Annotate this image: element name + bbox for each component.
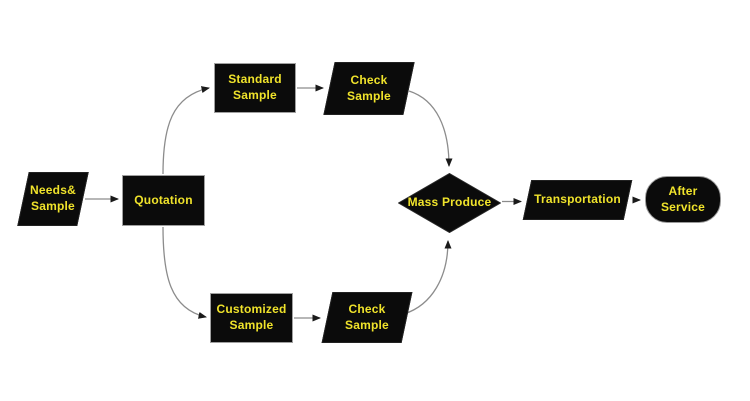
node-after-service: After Service [645,176,721,223]
node-label: After Service [660,183,706,214]
node-label: Standard Sample [228,72,282,102]
node-label: Mass Produce [407,195,492,210]
node-quotation: Quotation [122,175,205,226]
diamond-shape [398,173,501,233]
rectangle-shape [122,175,205,226]
node-label: Needs& Sample [30,183,76,213]
node-check-sample-bottom: Check Sample [321,292,413,343]
node-label: Transportation [534,192,621,207]
node-transportation: Transportation [522,180,633,220]
stadium-shape [645,176,721,223]
node-label: Customized Sample [216,302,287,332]
edge-checkbottom-to-massproduce [403,240,452,315]
node-standard-sample: Standard Sample [214,63,296,113]
edge-quotation-to-standard [162,86,210,175]
edge-checktop-to-massproduce [408,90,453,167]
rectangle-shape [214,63,296,113]
node-label: Quotation [134,192,193,207]
node-check-sample-top: Check Sample [323,62,415,115]
node-needs-sample: Needs& Sample [17,172,89,226]
rectangle-shape [210,293,293,343]
node-mass-produce: Mass Produce [398,173,501,233]
node-label: Check Sample [347,72,391,103]
edge-quotation-to-customized [162,226,207,319]
node-label: Check Sample [345,301,389,332]
node-customized-sample: Customized Sample [210,293,293,343]
